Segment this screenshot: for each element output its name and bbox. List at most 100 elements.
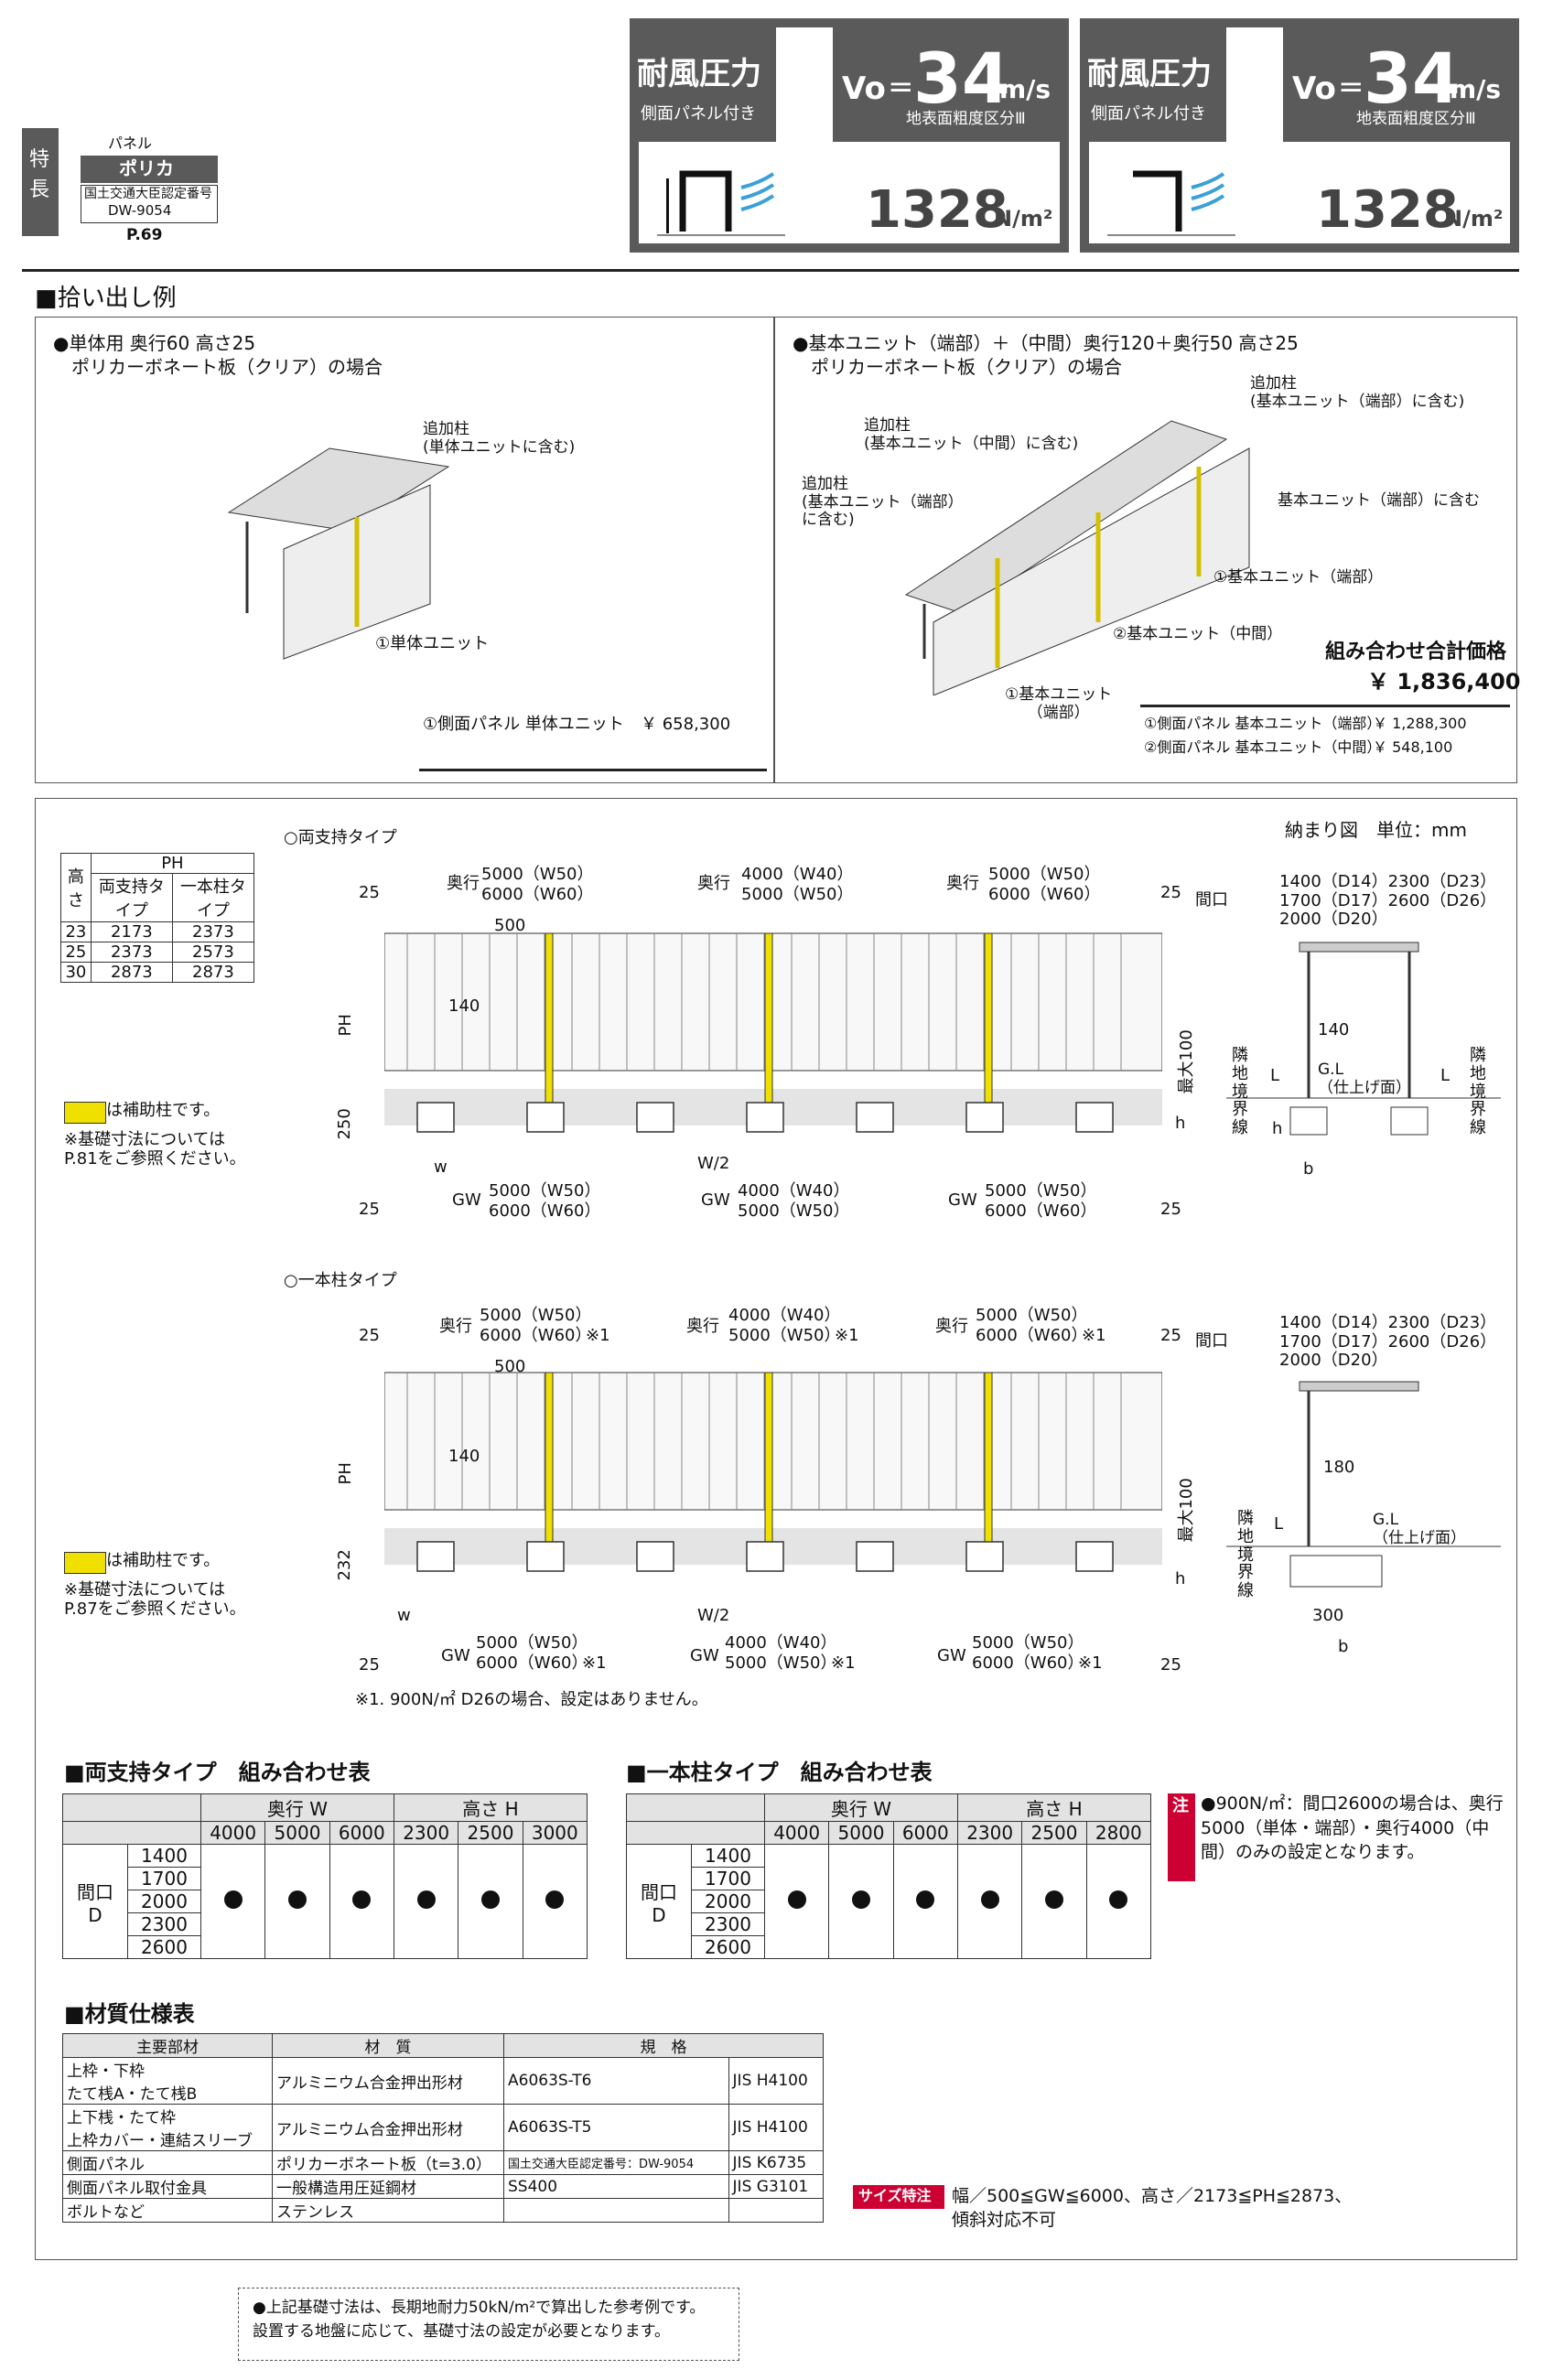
combo-both-row-head: 間口 D xyxy=(77,1880,113,1926)
availability-dot xyxy=(352,1890,372,1909)
dim-25-bl: 25 xyxy=(359,1200,380,1219)
right-label-g: ①基本ユニット （端部） xyxy=(1005,685,1113,722)
dim-gw-right-2: 6000（W60） xyxy=(985,1201,1097,1221)
sec-boundary-left: 隣地境界線 xyxy=(1232,1046,1248,1138)
s-dim-max100: 最大100 xyxy=(1176,1478,1196,1543)
s-dim-25-tl: 25 xyxy=(359,1326,380,1345)
multi-unit-illustration xyxy=(904,420,1250,695)
s-dim-gw-mid: GW xyxy=(690,1646,719,1665)
s-dim-mid-1: 4000（W40） xyxy=(728,1306,841,1325)
s-dim-w-half: W/2 xyxy=(697,1606,730,1625)
pressure-unit-2: N/m² xyxy=(1444,206,1504,232)
sec-gl-1: G.L （仕上げ面） xyxy=(1318,1061,1411,1097)
price1: ￥ 1,288,300 xyxy=(1373,715,1467,732)
sec-gl-2: G.L （仕上げ面） xyxy=(1373,1511,1466,1547)
availability-dot xyxy=(1044,1890,1063,1909)
availability-dot xyxy=(916,1890,935,1909)
s-dim-25-bl: 25 xyxy=(359,1655,380,1675)
vo-label-1: Vo xyxy=(842,70,886,107)
pressure-unit-1: N/m² xyxy=(994,206,1053,232)
dim-left-1: 5000（W50） xyxy=(481,865,594,884)
left-label-post: 追加柱 (単体ユニットに含む) xyxy=(423,420,576,457)
s-dim-right-1: 5000（W50） xyxy=(976,1306,1088,1325)
wind-title-2: 耐風圧力 xyxy=(1087,56,1212,92)
right-label-a: 追加柱 (基本ユニット（端部）に含む) xyxy=(1250,374,1465,411)
ph-col-both: 両支持タイプ xyxy=(90,873,173,922)
dim-w: w xyxy=(434,1158,448,1177)
sec-boundary-right: 隣地境界線 xyxy=(1470,1046,1486,1138)
elevation-single-drawing xyxy=(384,1372,1162,1572)
note-badge xyxy=(1168,1793,1195,1881)
dimensions-frame xyxy=(35,798,1517,2260)
dim-gw-mid: GW xyxy=(701,1190,730,1210)
aux-note-1: は補助柱です。 xyxy=(106,1101,221,1120)
panel-side-icon-1 xyxy=(657,170,785,236)
size-note-badge xyxy=(853,2185,944,2209)
dim-h: h xyxy=(1175,1114,1186,1133)
table-row: 側面パネル ポリカーボネート板（t=3.0） 国土交通大臣認定番号：DW-905… xyxy=(62,2150,825,2175)
vo-unit-2: m/s xyxy=(1450,74,1502,104)
table-row: 上枠・下枠 たて桟A・たて桟B アルミニウム合金押出形材 A6063S-T6 J… xyxy=(62,2057,825,2105)
s-dim-gw-right-1: 5000（W50） xyxy=(972,1633,1084,1653)
s-dim-w: w xyxy=(397,1606,411,1625)
panel-side-icon-2 xyxy=(1107,170,1235,236)
note-badge-label: 注 xyxy=(1172,1796,1189,1815)
dim-gw-left: GW xyxy=(452,1190,481,1210)
availability-dot xyxy=(851,1890,870,1909)
sec-180: 180 xyxy=(1323,1458,1355,1477)
sec-l-2: L xyxy=(1274,1514,1284,1534)
availability-dot xyxy=(545,1890,565,1909)
wind-box-1: 耐風圧力 側面パネル付き Vo = 34 m/s 地表面粗度区分Ⅲ 1328 N… xyxy=(630,18,1069,253)
single-unit-illustration xyxy=(227,447,450,660)
vo-eq-1: = xyxy=(888,69,914,105)
table-row: 側面パネル取付金具 一般構造用圧延鋼材 SS400 JIS G3101 xyxy=(62,2174,825,2199)
s-mark-1f: ※1 xyxy=(1078,1653,1103,1673)
dim-140: 140 xyxy=(448,996,480,1016)
s-dim-gw-mid-2: 5000（W50） xyxy=(725,1653,837,1673)
availability-dot xyxy=(787,1890,806,1909)
s-dim-depth-mid: 奥行 xyxy=(686,1317,719,1336)
dim-w-half: W/2 xyxy=(697,1154,730,1173)
s-dim-left-2: 6000（W60） xyxy=(480,1326,592,1345)
dim-depth-left: 奥行 xyxy=(447,874,480,893)
combo-both-depth-head: 奥行 W xyxy=(200,1793,394,1822)
dim-gw-left-2: 6000（W60） xyxy=(489,1201,601,1221)
left-price-label: ①側面パネル 単体ユニット xyxy=(423,715,624,734)
wind-box-2: 耐風圧力 側面パネル付き Vo = 34 m/s 地表面粗度区分Ⅲ 1328 N… xyxy=(1080,18,1519,253)
dim-mid-1: 4000（W40） xyxy=(741,865,854,884)
cert-line2: DW-9054 xyxy=(108,202,172,219)
materials-heading: ■材質仕様表 xyxy=(64,2001,195,2027)
example-heading: ■拾い出し例 xyxy=(35,285,177,312)
dim-gw-mid-1: 4000（W40） xyxy=(738,1181,850,1201)
s-dim-500: 500 xyxy=(494,1357,526,1376)
price2: ￥ 548,100 xyxy=(1373,738,1453,756)
table-row: 上下桟・たて枠 上枠カバー・連結スリーブ アルミニウム合金押出形材 A6063S… xyxy=(62,2104,825,2151)
roughness-2: 地表面粗度区分Ⅲ xyxy=(1356,110,1476,128)
right-label-c: 追加柱 (基本ユニット（端部） に含む) xyxy=(802,475,964,530)
combo-single-row-head: 間口 D xyxy=(641,1880,677,1926)
opening-values-2: 1400（D14）2300（D23） 1700（D17）2600（D26） 20… xyxy=(1279,1313,1497,1371)
dim-depth-right: 奥行 xyxy=(946,874,979,893)
s-mark-1a: ※1 xyxy=(586,1326,610,1345)
vo-label-2: Vo xyxy=(1292,70,1336,107)
feature-side-tab xyxy=(22,128,59,236)
s-dim-25-tr: 25 xyxy=(1160,1326,1181,1345)
wind-sub-1: 側面パネル付き xyxy=(641,104,756,124)
aux-post-swatch-2 xyxy=(64,1552,106,1574)
wind-sub-2: 側面パネル付き xyxy=(1091,104,1206,124)
availability-dot xyxy=(480,1890,500,1909)
s-dim-140: 140 xyxy=(448,1447,480,1466)
sec-300: 300 xyxy=(1312,1606,1344,1625)
right-title1: ●基本ユニット（端部）＋（中間）奥行120＋奥行50 高さ25 xyxy=(793,332,1299,354)
sec-h-1: h xyxy=(1272,1119,1283,1138)
availability-dot xyxy=(980,1890,999,1909)
s-dim-gw-right: GW xyxy=(937,1646,966,1665)
right-label-b: 追加柱 (基本ユニット（中間）に含む) xyxy=(864,416,1079,453)
left-label-unit: ①単体ユニット xyxy=(375,634,490,653)
s-dim-depth-left: 奥行 xyxy=(439,1317,472,1336)
opening-label-2: 間口 xyxy=(1195,1331,1228,1351)
dim-gw-left-1: 5000（W50） xyxy=(489,1181,601,1201)
